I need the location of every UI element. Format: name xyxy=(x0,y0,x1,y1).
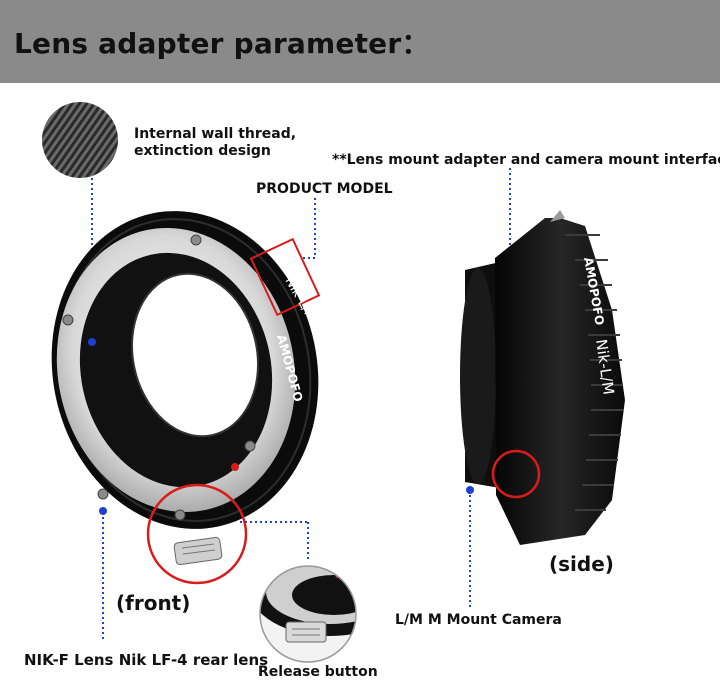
page-title: Lens adapter parameter： xyxy=(14,27,430,60)
camera-label: L/M M Mount Camera xyxy=(395,612,562,628)
marker-dots xyxy=(88,338,474,515)
release-button-zoom xyxy=(259,565,357,663)
thread-detail-icon xyxy=(42,102,118,178)
thread-label: Internal wall thread, xyxy=(134,126,297,142)
front-label: (front) xyxy=(116,591,191,615)
release-button-label: Release button xyxy=(258,664,378,680)
interface-label: **Lens mount adapter and camera mount in… xyxy=(332,152,720,168)
adapter-side-view: AMOPOFO Nik-L/M xyxy=(460,210,625,545)
side-label: (side) xyxy=(549,552,614,576)
adapter-front-view: Nik-L/M AMOPOFO xyxy=(51,211,321,585)
header-banner: Lens adapter parameter： xyxy=(0,0,720,83)
thread-label-line2: extinction design xyxy=(134,143,271,159)
lens-label: NIK-F Lens Nik LF-4 rear lens xyxy=(24,651,269,669)
product-model-label: PRODUCT MODEL xyxy=(256,181,393,197)
